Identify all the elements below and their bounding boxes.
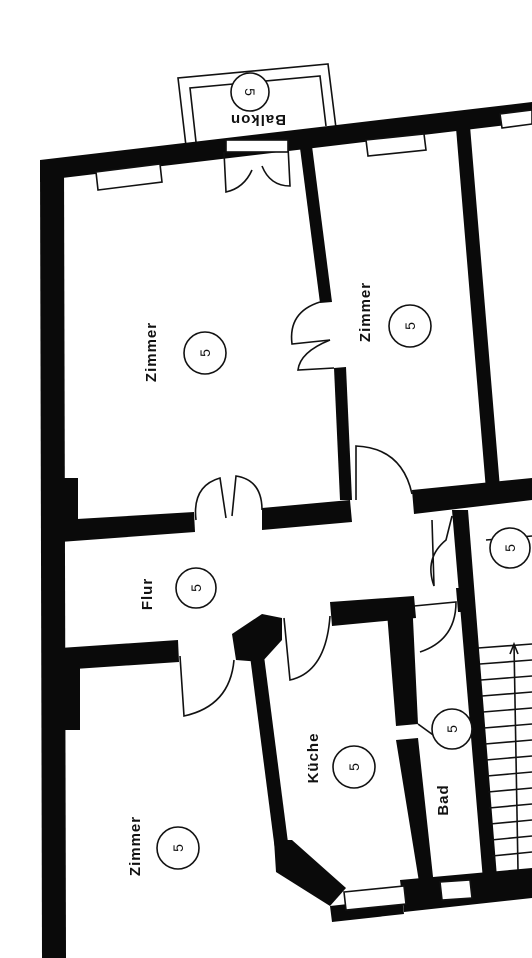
label-flur: Flur (139, 578, 156, 610)
svg-text:5: 5 (502, 544, 518, 552)
svg-text:5: 5 (444, 725, 460, 733)
marker-zimmer-top-left: 5 (183, 331, 227, 375)
svg-text:5: 5 (170, 844, 186, 852)
svg-text:5: 5 (197, 349, 213, 357)
marker-bad: 5 (431, 708, 473, 750)
label-kueche: Küche (305, 733, 322, 784)
marker-flur: 5 (175, 567, 217, 609)
svg-text:5: 5 (402, 322, 418, 330)
marker-zimmer-bottom-left: 5 (156, 826, 200, 870)
marker-zimmer-top-middle: 5 (388, 304, 432, 348)
svg-text:5: 5 (188, 584, 204, 592)
label-zimmer-top-left: Zimmer (143, 322, 160, 382)
walls (40, 102, 532, 958)
room-labels: Balkon Zimmer Zimmer Flur Küche Bad Zimm… (127, 111, 452, 876)
doors (179, 139, 457, 741)
room-markers: 5 5 5 5 5 5 5 5 (156, 72, 531, 870)
svg-text:5: 5 (346, 763, 362, 771)
windows (95, 109, 532, 911)
label-zimmer-top-middle: Zimmer (357, 282, 374, 342)
label-bad: Bad (435, 784, 452, 815)
label-zimmer-bottom-left: Zimmer (127, 816, 144, 876)
label-balkon: Balkon (230, 111, 286, 128)
marker-stair: 5 (489, 527, 531, 569)
marker-balkon: 5 (230, 72, 270, 112)
svg-text:5: 5 (242, 88, 258, 96)
marker-kueche: 5 (332, 745, 376, 789)
